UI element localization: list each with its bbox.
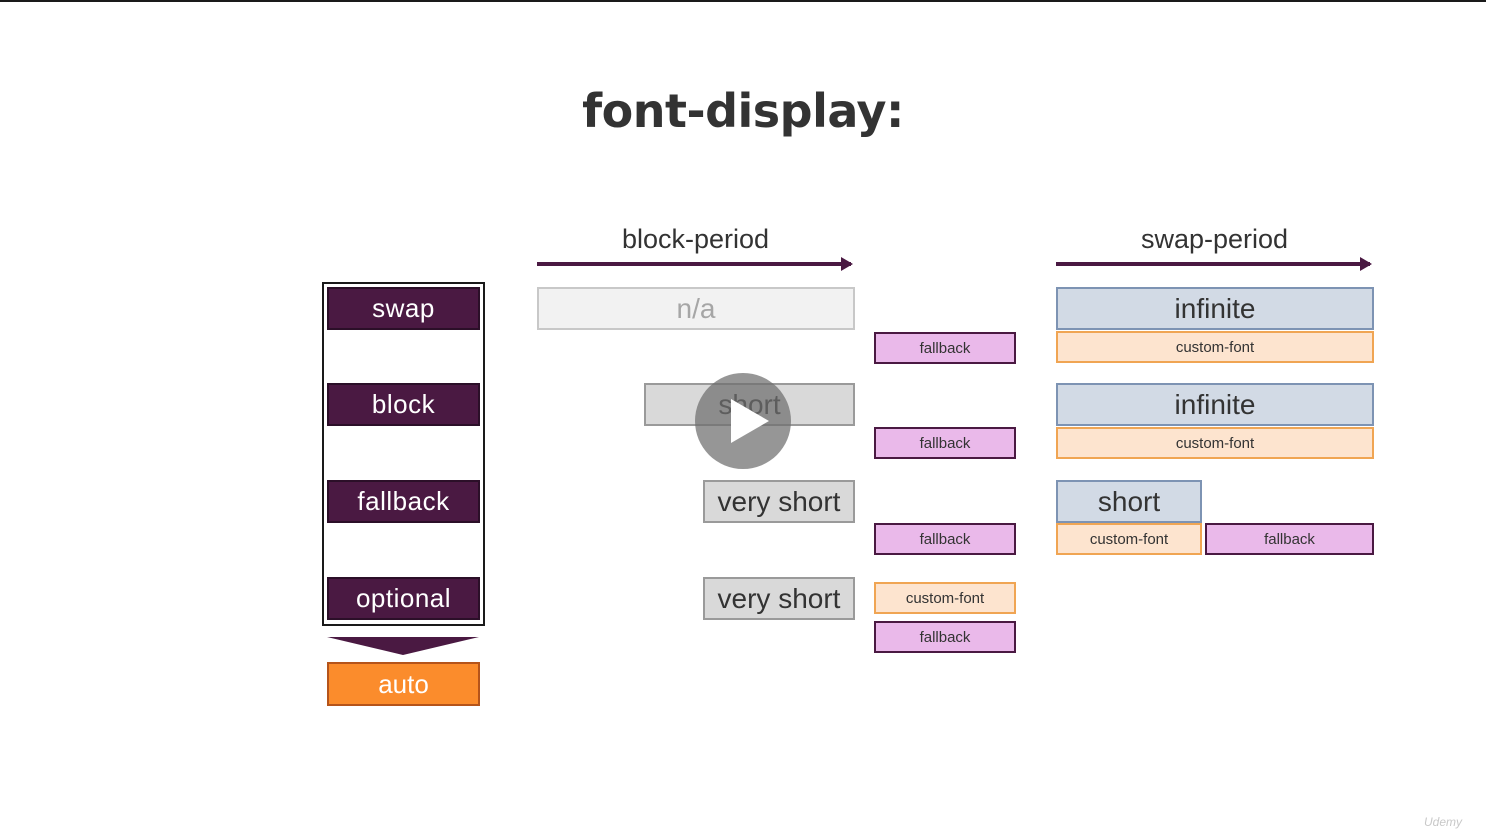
swap-period-label: swap-period (1140, 224, 1289, 254)
value-optional: optional (327, 577, 480, 620)
block-period-arrow (537, 257, 853, 271)
slide-title: font-display: (582, 84, 904, 138)
block-period-swap: n/a (537, 287, 855, 330)
swap-period-swap: infinite (1056, 287, 1374, 330)
fallback-after-swap: fallback (1205, 523, 1374, 555)
values-frame (322, 282, 485, 626)
value-auto: auto (327, 662, 480, 706)
swap-period-arrow (1056, 257, 1372, 271)
value-fallback: fallback (327, 480, 480, 523)
block-period-optional: very short (703, 577, 855, 620)
block-period-label: block-period (621, 224, 770, 254)
fallback-optional: fallback (874, 621, 1016, 653)
value-block: block (327, 383, 480, 426)
fallback-fallback: fallback (874, 523, 1016, 555)
play-icon[interactable] (695, 373, 791, 469)
value-swap: swap (327, 287, 480, 330)
custom-font-optional: custom-font (874, 582, 1016, 614)
top-border (0, 0, 1486, 2)
fallback-block: fallback (874, 427, 1016, 459)
custom-font-block: custom-font (1056, 427, 1374, 459)
fallback-swap: fallback (874, 332, 1016, 364)
swap-period-block: infinite (1056, 383, 1374, 426)
block-period-fallback: very short (703, 480, 855, 523)
default-arrow (327, 637, 479, 655)
swap-period-fallback: short (1056, 480, 1202, 523)
custom-font-fallback: custom-font (1056, 523, 1202, 555)
udemy-watermark: Udemy (1424, 815, 1463, 829)
custom-font-swap: custom-font (1056, 331, 1374, 363)
